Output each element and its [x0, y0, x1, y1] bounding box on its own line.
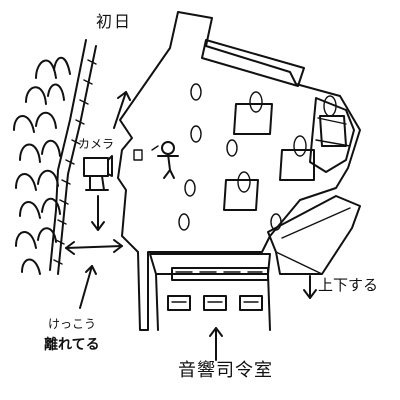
- audience-head: [37, 169, 59, 187]
- audience-head: [47, 83, 65, 101]
- audience-head: [35, 59, 57, 79]
- audience-head: [41, 139, 61, 157]
- sound-control-booth: [149, 253, 271, 331]
- moves-up-down-label: 上下する: [318, 276, 379, 294]
- audience-heads: [13, 56, 71, 275]
- camera-label: カメラ: [78, 137, 115, 151]
- audience-head: [15, 231, 37, 249]
- sound-control-room-label: 音響司令室: [178, 360, 273, 381]
- distance-double-arrow: [65, 239, 123, 255]
- stage-equipment: [133, 83, 347, 231]
- audience-head: [37, 227, 57, 243]
- audience-head: [19, 201, 41, 219]
- stage-pointer-arrow: [113, 91, 131, 129]
- barrier: [49, 39, 97, 275]
- distance-label-arrow: [79, 265, 97, 309]
- first-day-label: 初日: [96, 12, 133, 31]
- camera-icon: [83, 155, 113, 191]
- camera-down-arrow: [91, 195, 105, 231]
- audience-head: [53, 56, 71, 75]
- sound-room-arrow: [209, 327, 223, 361]
- distance-label-line1: けっこう: [48, 317, 97, 331]
- top-bar-structure: [201, 39, 305, 87]
- audience-head: [21, 258, 41, 275]
- audience-head: [41, 197, 61, 215]
- audience-head: [19, 143, 41, 163]
- performer-figure: [151, 141, 179, 179]
- stage-outline: [117, 11, 361, 331]
- lift-down-arrow: [303, 275, 317, 299]
- audience-head: [15, 173, 37, 191]
- audience-head: [25, 86, 47, 105]
- audience-head: [13, 115, 35, 133]
- right-stairs: [309, 97, 355, 173]
- audience-head: [35, 111, 57, 129]
- distance-label-line2: 離れてる: [44, 337, 100, 353]
- lift-platform: [267, 195, 361, 275]
